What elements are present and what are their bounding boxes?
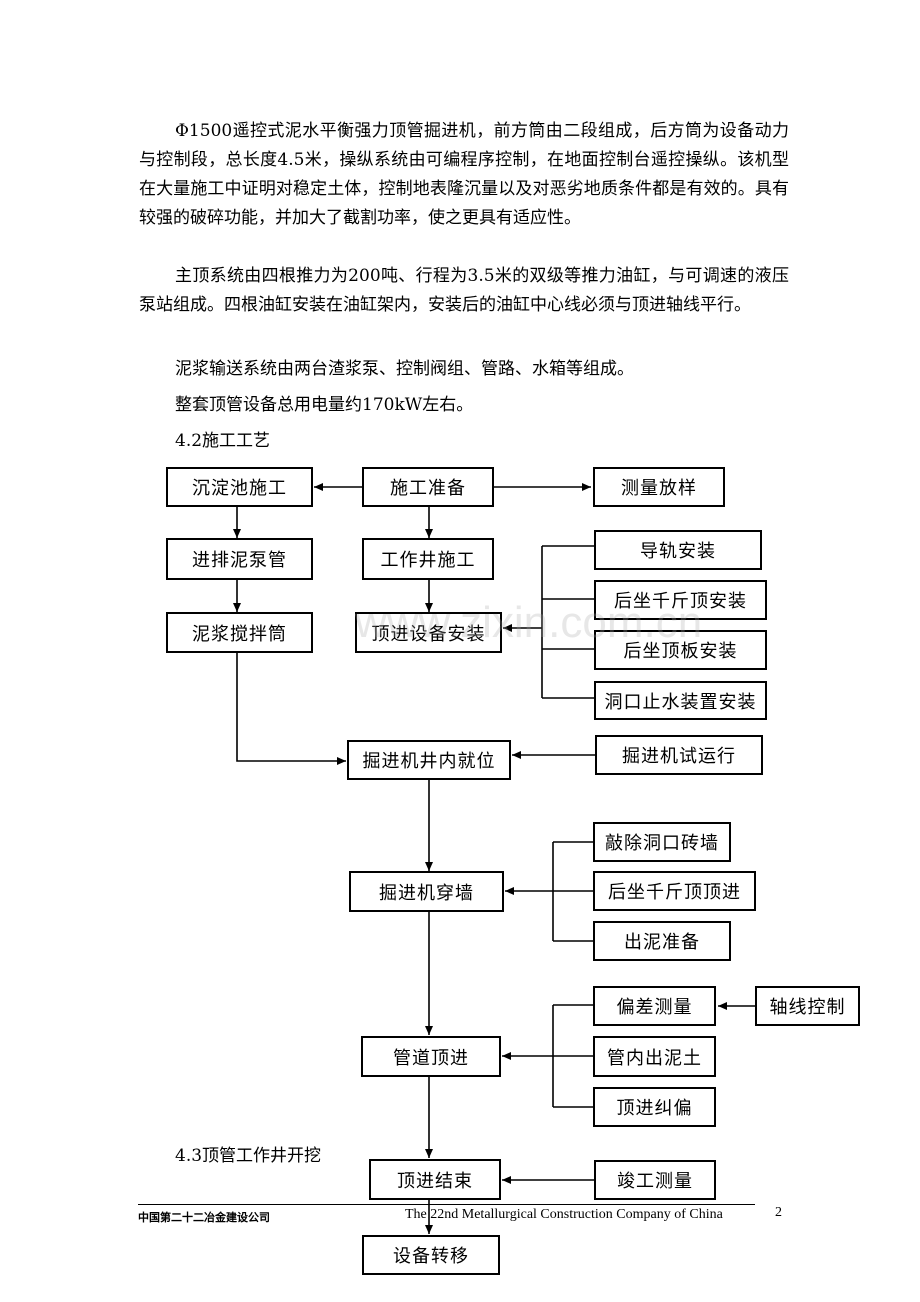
flow-step-portal-seal-install: 洞口止水装置安装 — [594, 681, 767, 720]
flow-step-equipment-transfer: 设备转移 — [362, 1235, 500, 1275]
paragraph-main-jacking: 主顶系统由四根推力为200吨、行程为3.5米的双级等推力油缸，与可调速的液压泵站… — [139, 266, 789, 315]
paragraph-slurry-system: 泥浆输送系统由两台渣浆泵、控制阀组、管路、水箱等组成。 — [175, 359, 634, 379]
flow-step-deviation-survey: 偏差测量 — [593, 986, 716, 1026]
flow-step-slurry-mixer: 泥浆搅拌筒 — [166, 612, 313, 653]
flow-step-machine-wall-breakthrough: 掘进机穿墙 — [349, 871, 504, 912]
flow-step-sediment-tank: 沉淀池施工 — [166, 467, 313, 507]
flow-step-pipe-jacking: 管道顶进 — [361, 1036, 501, 1077]
heading-4-2: 4.2施工工艺 — [175, 431, 271, 451]
flow-step-rear-jack-pushing: 后坐千斤顶顶进 — [593, 871, 756, 911]
flow-step-jacking-end: 顶进结束 — [369, 1159, 501, 1200]
flow-step-jacking-correction: 顶进纠偏 — [593, 1087, 716, 1127]
flow-step-mud-pump-pipe: 进排泥泵管 — [166, 538, 313, 580]
flow-step-machine-trial-run: 掘进机试运行 — [595, 735, 763, 775]
paragraph-power: 整套顶管设备总用电量约170kW左右。 — [175, 395, 474, 415]
page-number: 2 — [775, 1205, 782, 1220]
flow-step-rear-plate-install: 后坐顶板安装 — [594, 630, 767, 670]
footer-company-cn: 中国第二十二冶金建设公司 — [138, 1211, 270, 1224]
footer-rule — [138, 1204, 755, 1205]
flow-step-machine-positioning: 掘进机井内就位 — [347, 740, 511, 780]
flow-step-guide-rail: 导轨安装 — [594, 530, 762, 570]
flow-step-in-pipe-mucking: 管内出泥土 — [593, 1036, 716, 1077]
flow-step-axis-control: 轴线控制 — [755, 986, 860, 1026]
flow-step-rear-jack-install: 后坐千斤顶安装 — [594, 580, 767, 620]
flow-step-work-shaft: 工作井施工 — [362, 538, 494, 580]
flow-step-survey-stakeout: 测量放样 — [593, 467, 725, 507]
heading-4-3: 4.3顶管工作井开挖 — [175, 1146, 322, 1166]
paragraph-machine: Φ1500遥控式泥水平衡强力顶管掘进机，前方筒由二段组成，后方筒为设备动力与控制… — [139, 121, 789, 228]
footer-company-en: The 22nd Metallurgical Construction Comp… — [405, 1207, 723, 1222]
flow-step-jacking-equipment: 顶进设备安装 — [355, 612, 502, 653]
flow-step-mud-removal-prep: 出泥准备 — [593, 921, 731, 961]
flow-step-preparation: 施工准备 — [362, 467, 494, 507]
watermark-text: www.zixin.com.cn — [355, 598, 703, 647]
flow-step-remove-portal-wall: 敲除洞口砖墙 — [593, 822, 731, 862]
flow-step-completion-survey: 竣工测量 — [594, 1160, 716, 1200]
